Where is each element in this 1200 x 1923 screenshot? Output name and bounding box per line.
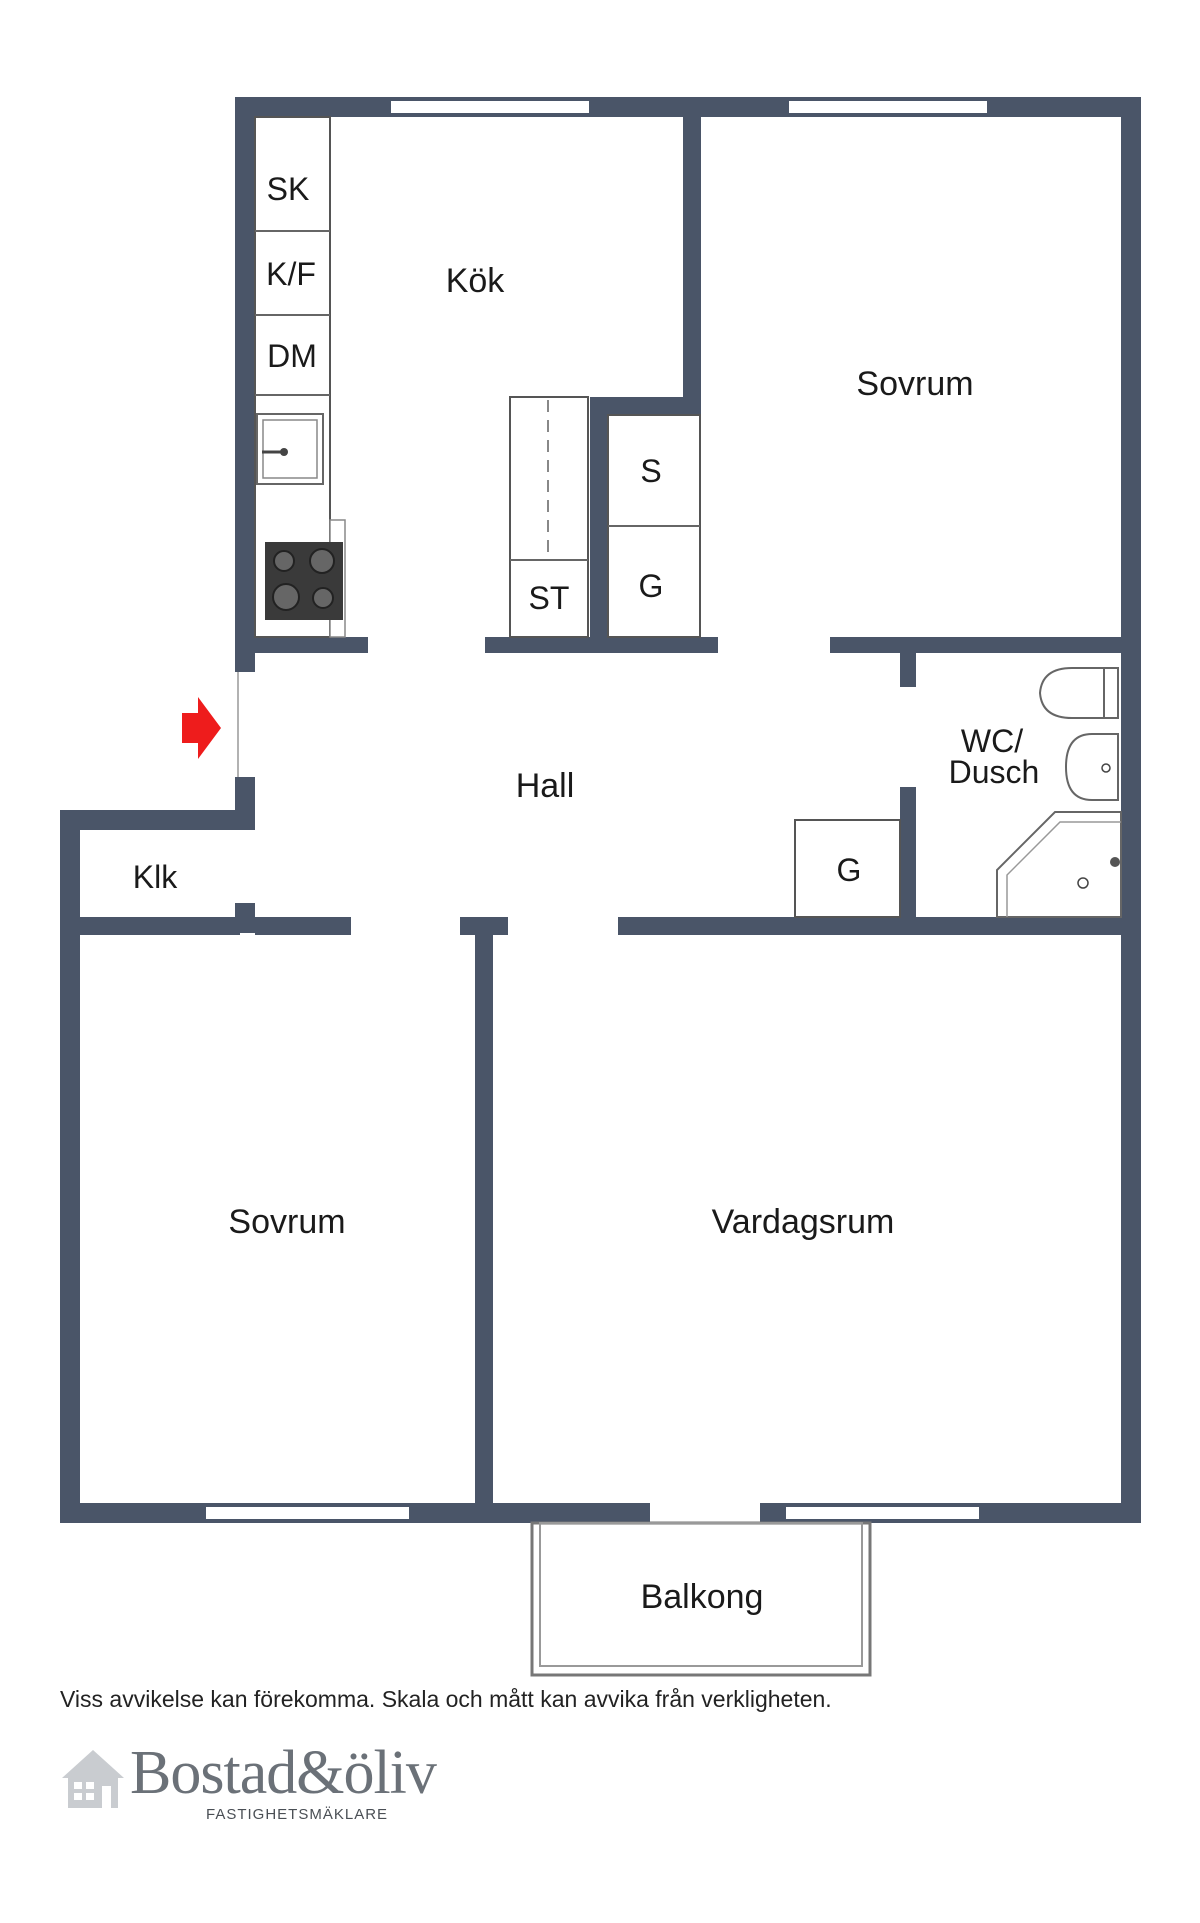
washbasin-icon bbox=[1064, 733, 1119, 801]
house-icon bbox=[62, 1750, 124, 1808]
storage-unit bbox=[509, 396, 589, 638]
wardrobe-unit bbox=[607, 414, 701, 638]
entrance-arrow-icon bbox=[182, 697, 221, 759]
logo-name: Bostad&öliv bbox=[130, 1739, 437, 1807]
room-label-sovrum-upper: Sovrum bbox=[856, 365, 973, 403]
fixture-label-g-hall: G bbox=[837, 852, 862, 888]
brand-logo: Bostad&öliv FASTIGHETSMÄKLARE bbox=[60, 1738, 510, 1828]
room-label-hall: Hall bbox=[516, 767, 575, 805]
windows bbox=[204, 99, 989, 1521]
shower-icon bbox=[996, 811, 1122, 918]
room-label-wc-line1: WC/ bbox=[961, 723, 1023, 759]
logo-subtitle: FASTIGHETSMÄKLARE bbox=[206, 1806, 389, 1823]
toilet-icon bbox=[1038, 667, 1119, 719]
room-label-klk: Klk bbox=[133, 859, 178, 895]
fixture-label-s: S bbox=[640, 453, 661, 489]
room-label-kok: Kök bbox=[446, 262, 506, 300]
sink-icon bbox=[256, 413, 324, 485]
room-label-balkong: Balkong bbox=[641, 1578, 764, 1616]
room-label-sovrum-lower: Sovrum bbox=[228, 1203, 345, 1241]
fixture-label-kf: K/F bbox=[266, 256, 316, 292]
fixture-label-dm: DM bbox=[267, 338, 317, 374]
balcony bbox=[530, 1521, 872, 1677]
stove-icon bbox=[265, 542, 343, 620]
fixture-label-g-kitchen: G bbox=[639, 568, 664, 604]
room-label-wc-line2: Dusch bbox=[949, 754, 1040, 790]
disclaimer-text: Viss avvikelse kan förekomma. Skala och … bbox=[60, 1686, 832, 1712]
entrance-door bbox=[235, 672, 255, 777]
hall-wardrobe bbox=[794, 819, 901, 918]
fixture-label-st: ST bbox=[529, 580, 570, 616]
fixture-label-sk: SK bbox=[267, 171, 310, 207]
walls bbox=[60, 97, 1141, 1523]
room-label-vardagsrum: Vardagsrum bbox=[712, 1203, 895, 1241]
